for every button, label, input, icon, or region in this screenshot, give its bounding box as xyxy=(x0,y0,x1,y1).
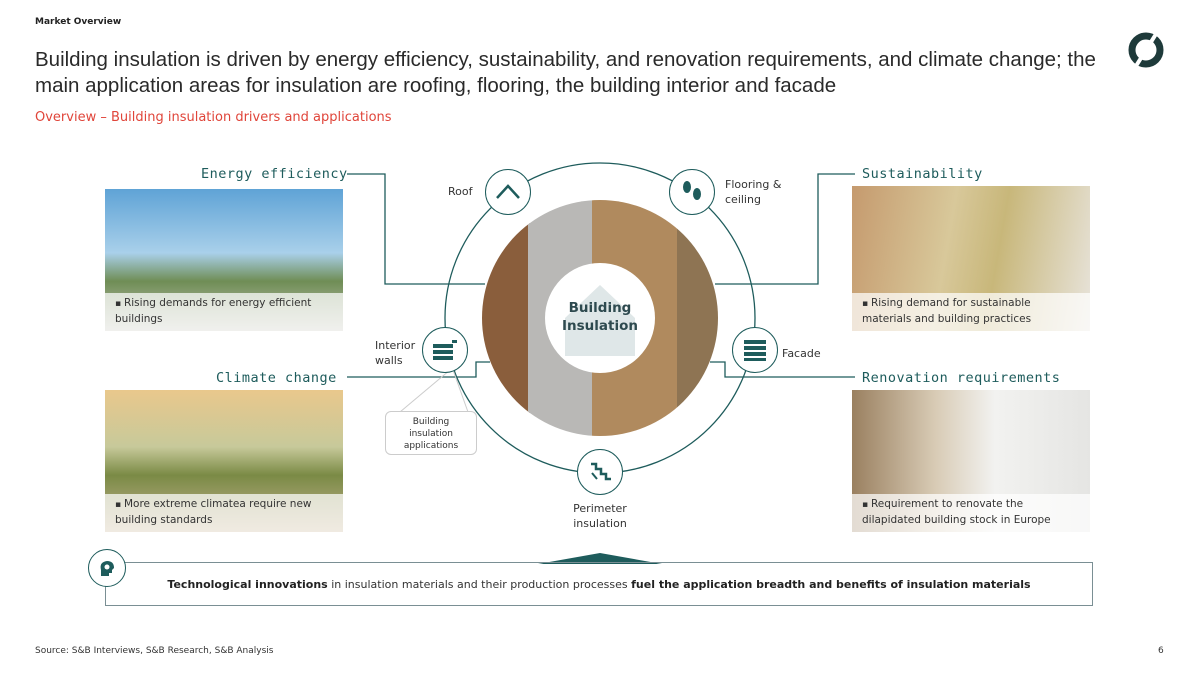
source-note: Source: S&B Interviews, S&B Research, S&… xyxy=(35,646,274,656)
section-label: Market Overview xyxy=(35,17,122,27)
driver-card-energy: Rising demands for energy efficient buil… xyxy=(105,189,343,331)
callout-line: applications xyxy=(403,441,459,451)
app-label-facade: Facade xyxy=(782,347,821,360)
innovation-head-icon xyxy=(88,549,126,587)
callout-line: Building xyxy=(412,417,450,427)
company-logo xyxy=(1128,32,1164,68)
driver-card-renovation: Requirement to renovate the dilapidated … xyxy=(852,390,1090,532)
stairs-icon xyxy=(577,449,623,495)
callout-line: insulation xyxy=(409,429,453,439)
app-label-line: insulation xyxy=(573,517,627,530)
app-label-line: walls xyxy=(375,354,403,367)
driver-caption: Requirement to renovate the dilapidated … xyxy=(852,494,1090,532)
driver-caption: Rising demand for sustainable materials … xyxy=(852,293,1090,331)
center-line-2: Insulation xyxy=(562,318,638,334)
driver-heading-sustainability: Sustainability xyxy=(862,166,983,182)
roof-icon xyxy=(485,169,531,215)
facade-wall-icon xyxy=(732,327,778,373)
banner-arrow xyxy=(538,553,662,564)
app-label-roof: Roof xyxy=(448,185,473,198)
page-title: Building insulation is driven by energy … xyxy=(35,48,1096,97)
page-number: 6 xyxy=(1158,646,1164,656)
page-subtitle: Overview – Building insulation drivers a… xyxy=(35,110,392,125)
driver-caption: Rising demands for energy efficient buil… xyxy=(105,293,343,331)
center-line-1: Building xyxy=(568,300,632,316)
app-label-perimeter: Perimeter insulation xyxy=(567,501,633,531)
center-label: Building Insulation xyxy=(545,299,655,335)
callout-applications: Building insulation applications xyxy=(385,411,477,455)
innovation-banner: Technological innovations in insulation … xyxy=(105,562,1093,606)
app-label-flooring: Flooring & ceiling xyxy=(725,177,781,207)
footprints-icon xyxy=(669,169,715,215)
driver-heading-renovation: Renovation requirements xyxy=(862,370,1061,386)
app-label-line: ceiling xyxy=(725,193,761,206)
app-label-line: Perimeter xyxy=(573,502,627,515)
banner-bold-2: fuel the application breadth and benefit… xyxy=(631,577,1031,591)
driver-card-climate: More extreme climatea require new buildi… xyxy=(105,390,343,532)
banner-text: in insulation materials and their produc… xyxy=(327,577,632,591)
driver-heading-climate: Climate change xyxy=(216,370,337,386)
banner-bold-1: Technological innovations xyxy=(167,577,328,591)
app-label-interior: Interior walls xyxy=(375,338,415,368)
driver-caption: More extreme climatea require new buildi… xyxy=(105,494,343,532)
driver-card-sustainability: Rising demand for sustainable materials … xyxy=(852,186,1090,331)
driver-heading-energy: Energy efficiency xyxy=(201,166,348,182)
brick-wall-icon xyxy=(422,327,468,373)
app-label-line: Flooring & xyxy=(725,178,782,191)
app-label-line: Interior xyxy=(375,339,416,352)
